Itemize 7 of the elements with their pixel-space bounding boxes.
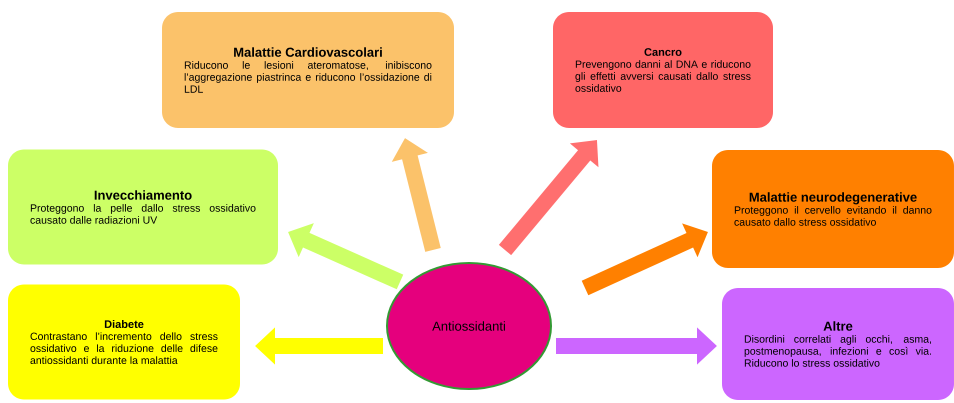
rounded-box: Diabete Contrastano l’incremento dello stress ossidativo e la riduzione delle difese antiossidanti durante la malattia	[8, 284, 240, 400]
rounded-box: Altre Disordini correlati agli occhi, asma, postmenopausa, infezioni e così via. Riducono lo stress ossidativo	[722, 288, 954, 400]
rounded-box: Invecchiamento Proteggono la pelle dallo stress ossidativo causato dalle radiazioni UV	[8, 150, 278, 264]
rounded-box: Cancro Prevengono danni al DNA e riducono gli effetti avversi causati dallo stress ossidativo	[553, 12, 773, 128]
block-arrow	[498, 140, 598, 256]
rounded-box: Malattie neurodegenerative Proteggono il cervello evitando il danno causato dallo stress ossidativo	[712, 150, 954, 268]
rounded-box: Malattie Cardiovascolari Riducono le lesioni ateromatose, inibiscono l’aggregazione piastrinca e riducono l’ossidazione di LDL	[162, 12, 454, 128]
